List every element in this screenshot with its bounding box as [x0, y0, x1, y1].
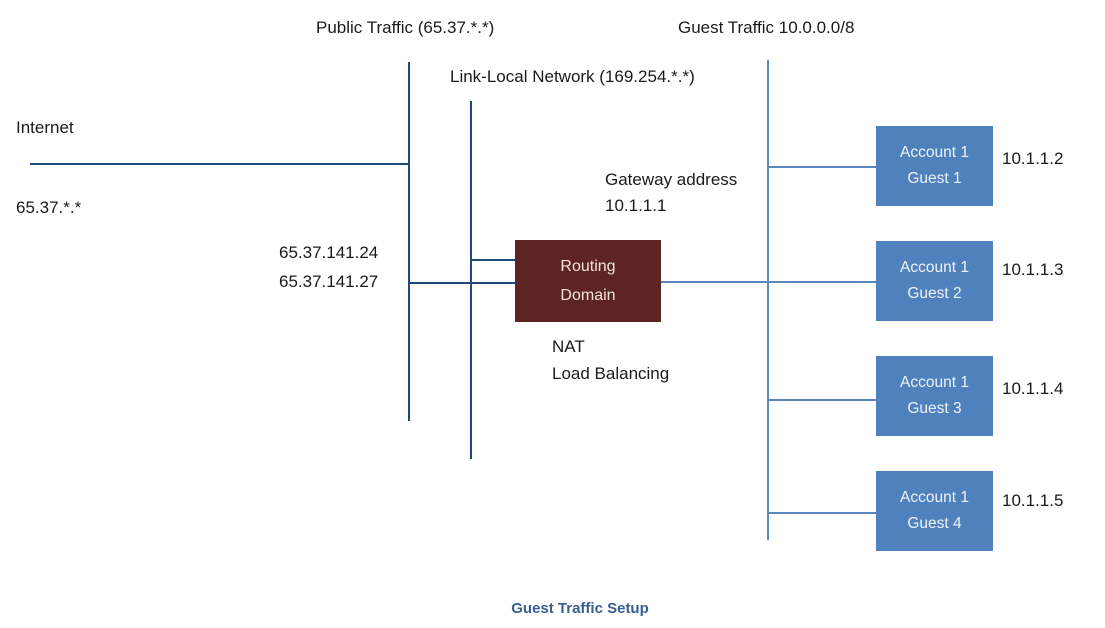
bus-to-guest4-line — [768, 512, 876, 514]
public-traffic-bus-line — [408, 62, 410, 421]
gateway-address-label: Gateway address — [605, 170, 738, 189]
guest-node-account: Account 1 — [900, 259, 969, 276]
public-traffic-label: Public Traffic (65.37.*.*) — [316, 18, 495, 37]
guest-node-1: Account 1 Guest 1 — [876, 126, 993, 206]
routing-domain-line2: Domain — [560, 287, 616, 304]
routing-domain-node: Routing Domain — [515, 240, 661, 322]
diagram-caption: Guest Traffic Setup — [511, 600, 649, 617]
guest-node-name: Guest 1 — [907, 170, 962, 187]
guest2-ip-label: 10.1.1.3 — [1002, 260, 1064, 279]
guest-traffic-label: Guest Traffic 10.0.0.0/8 — [678, 18, 855, 37]
link-local-bus-line — [470, 101, 472, 459]
nat-label: NAT — [552, 337, 585, 356]
public-range-label: 65.37.*.* — [16, 198, 82, 217]
guest3-ip-label: 10.1.1.4 — [1002, 379, 1064, 398]
public-ip-1-label: 65.37.141.24 — [279, 243, 379, 262]
guest1-ip-label: 10.1.1.2 — [1002, 149, 1064, 168]
guest-node-name: Guest 4 — [907, 515, 962, 532]
guest-node-2: Account 1 Guest 2 — [876, 241, 993, 321]
bus-to-guest3-line — [768, 399, 876, 401]
guest-node-account: Account 1 — [900, 374, 969, 391]
guest-node-name: Guest 3 — [907, 400, 962, 417]
internet-line — [30, 163, 410, 165]
public-ip-2-label: 65.37.141.27 — [279, 272, 379, 291]
public-to-routing-line — [408, 282, 516, 284]
internet-label: Internet — [16, 118, 74, 137]
link-local-label: Link-Local Network (169.254.*.*) — [450, 67, 695, 86]
guest-node-name: Guest 2 — [907, 285, 962, 302]
guest-node-account: Account 1 — [900, 489, 969, 506]
guest-node-3: Account 1 Guest 3 — [876, 356, 993, 436]
routing-to-guest2-line — [661, 281, 876, 283]
gateway-ip-label: 10.1.1.1 — [605, 196, 667, 215]
link-local-to-routing-line — [470, 259, 516, 261]
guest-node-4: Account 1 Guest 4 — [876, 471, 993, 551]
routing-domain-line1: Routing — [560, 258, 616, 275]
load-balancing-label: Load Balancing — [552, 364, 670, 383]
guest-node-account: Account 1 — [900, 144, 969, 161]
guest4-ip-label: 10.1.1.5 — [1002, 491, 1064, 510]
bus-to-guest1-line — [768, 166, 876, 168]
guest-traffic-bus-line — [767, 60, 769, 540]
